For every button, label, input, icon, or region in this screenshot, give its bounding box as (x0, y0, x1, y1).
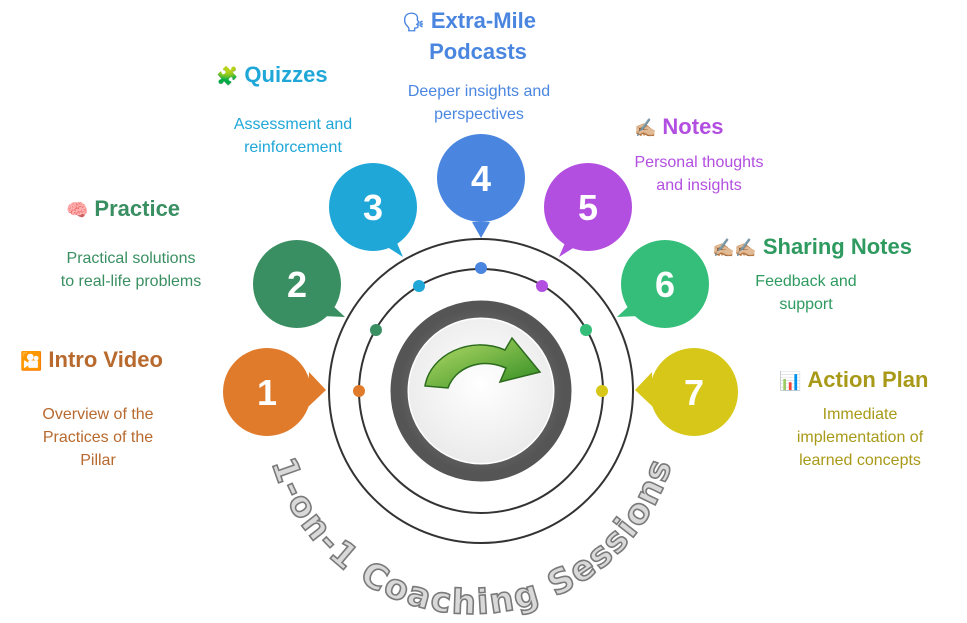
description-line: Deeper insights and (407, 83, 551, 100)
ring-dot-6 (580, 324, 592, 336)
step-title-1: 🎦Intro Video (20, 347, 163, 373)
description-line: Overview of the (42, 406, 154, 423)
description-line: Assessment and (233, 116, 353, 133)
step-description-4: Deeper insights and perspectives (359, 80, 599, 126)
description-line: and insights (656, 177, 742, 194)
step-title-5: ✍🏼Notes (634, 114, 724, 140)
step-description-2: Practical solutions to real-life problems (11, 247, 251, 293)
description-line: Practices of the (42, 429, 154, 446)
bubble-circle (437, 134, 525, 222)
step-bubble-3: 3 (329, 163, 417, 257)
step-bubble-6: 6 (617, 240, 709, 328)
description-line: perspectives (434, 106, 524, 123)
bubble-circle (650, 348, 738, 436)
ring-dot-3 (413, 280, 425, 292)
step-bubble-7: 7 (635, 348, 738, 436)
writing-hands-icon: ✍🏼✍🏼 (712, 238, 757, 258)
step-title-text: Extra-Mile (430, 8, 537, 33)
step-title-3: 🧩Quizzes (216, 62, 328, 88)
description-line: Personal thoughts (634, 154, 764, 171)
step-number: 4 (471, 158, 491, 199)
center-disc (409, 319, 553, 463)
description-line: Practical solutions (66, 250, 196, 267)
ring-dot-5 (536, 280, 548, 292)
step-title-2: 🧠Practice (66, 196, 180, 222)
step-description-5: Personal thoughts and insights (579, 151, 819, 197)
step-bubble-5: 5 (544, 163, 632, 257)
refresh-arrow-icon (424, 336, 542, 389)
description-line: learned concepts (799, 452, 921, 469)
ring-dot-1 (353, 385, 365, 397)
bubble-tail (635, 372, 653, 407)
step-title-text: Notes (662, 114, 724, 139)
bubble-circle (223, 348, 311, 436)
step-number: 7 (684, 372, 704, 413)
description-line: Feedback and (755, 273, 857, 290)
bar-chart-icon: 📊 (779, 371, 802, 391)
ring-dot-7 (596, 385, 608, 397)
step-number: 6 (655, 264, 675, 305)
step-bubble-4: 4 (437, 134, 525, 238)
step-description-3: Assessment and reinforcement (173, 113, 413, 159)
bubble-tail (472, 222, 490, 238)
speaking-head-icon: 🗣 (402, 12, 425, 32)
description-line: Immediate (822, 406, 898, 423)
step-title-text: Quizzes (244, 62, 328, 87)
description-line: support (779, 296, 833, 313)
description-line: reinforcement (244, 139, 342, 156)
ring-dot-2 (370, 324, 382, 336)
bubble-circle (544, 163, 632, 251)
step-title-6: ✍🏼✍🏼Sharing Notes (712, 234, 912, 260)
video-camera-icon: 🎦 (20, 351, 43, 371)
bubble-circle (621, 240, 709, 328)
step-description-6: Feedback and support (686, 270, 926, 316)
bubble-tail (308, 372, 326, 407)
step-number: 3 (363, 187, 383, 228)
step-title-text: Sharing Notes (762, 234, 912, 259)
step-bubble-1: 1 (223, 348, 326, 436)
step-title-7: 📊Action Plan (779, 367, 928, 393)
brain-icon: 🧠 (66, 200, 89, 220)
bubble-circle (329, 163, 417, 251)
description-line: to real-life problems (60, 273, 202, 290)
center-ring (390, 300, 572, 482)
step-title-text: Intro Video (48, 347, 163, 372)
step-title-text: Practice (94, 196, 181, 221)
bubble-circle (253, 240, 341, 328)
writing-hand-icon: ✍🏼 (634, 118, 657, 138)
description-line: Pillar (80, 452, 116, 469)
step-title-text: Podcasts (429, 39, 527, 64)
step-number: 2 (287, 264, 307, 305)
step-bubble-2: 2 (253, 240, 345, 328)
ring-dot-4 (475, 262, 487, 274)
step-title-text: Action Plan (807, 367, 929, 392)
puzzle-icon: 🧩 (216, 66, 239, 86)
step-number: 1 (257, 372, 277, 413)
outer-ring (328, 238, 634, 544)
step-description-7: Immediate implementation of learned concep… (740, 403, 967, 472)
step-number: 5 (578, 187, 598, 228)
description-line: implementation of (796, 429, 924, 446)
